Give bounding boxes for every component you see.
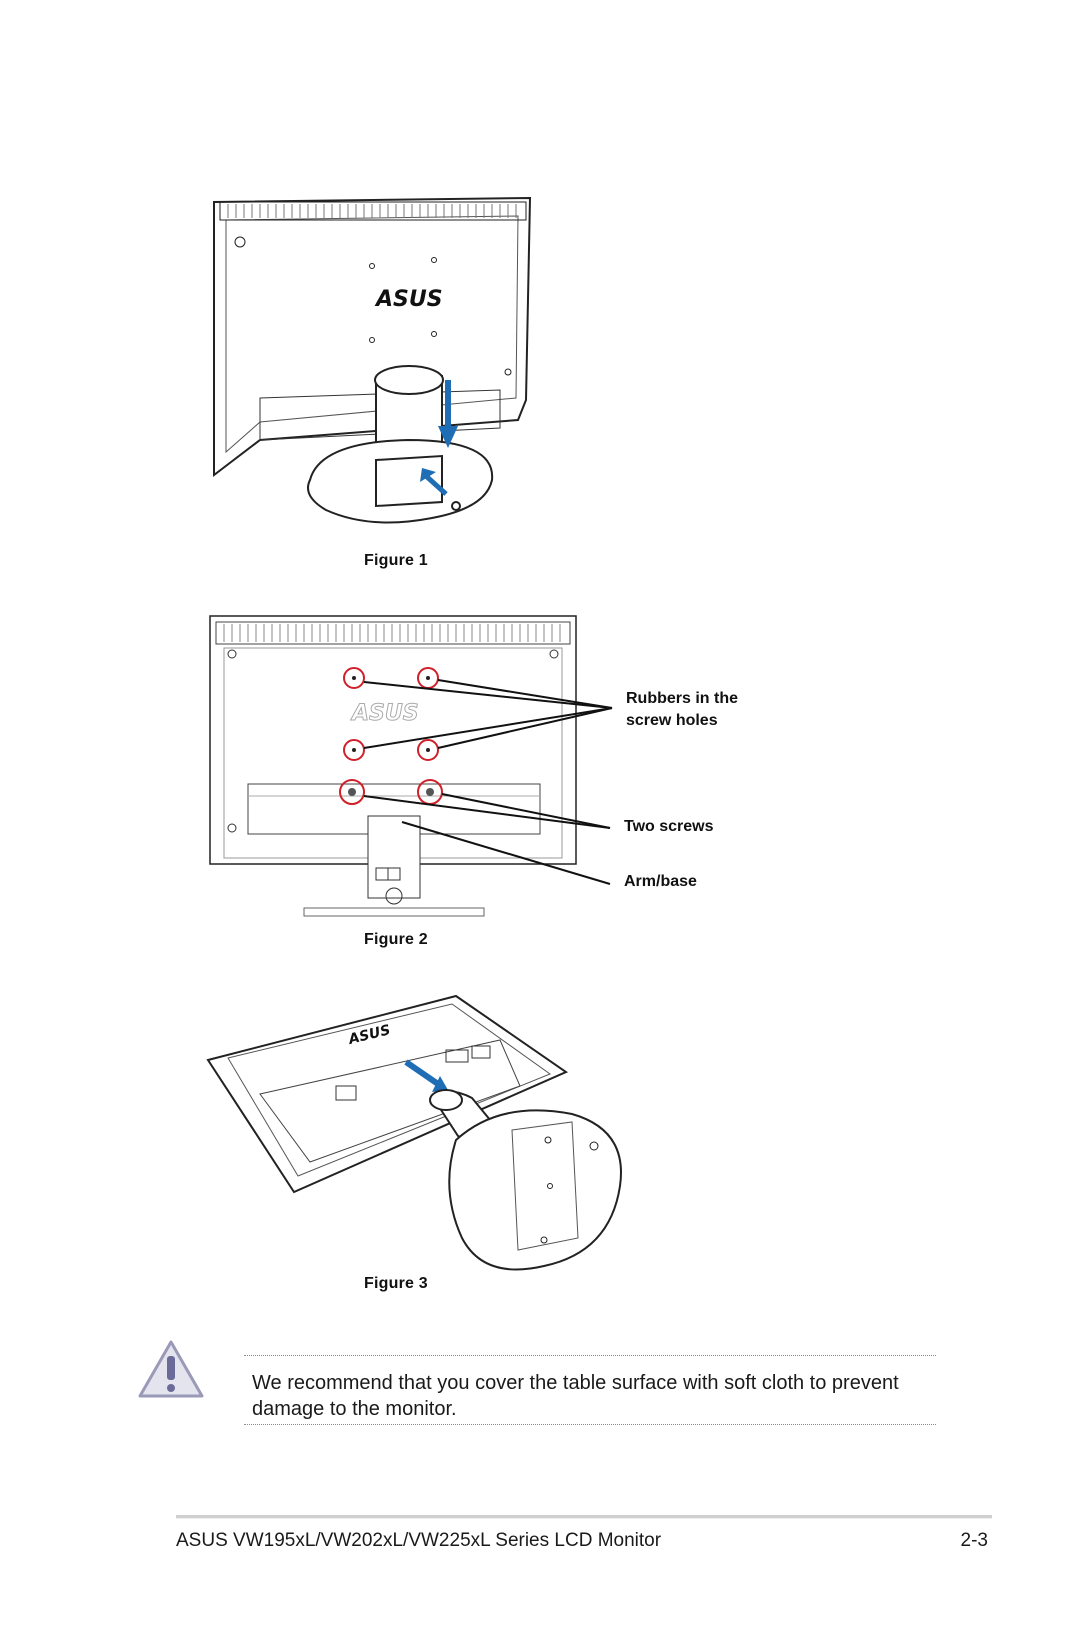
footer-rule	[176, 1515, 992, 1519]
callout-rubbers: Rubbers in the screw holes	[626, 688, 738, 732]
figure-1-caption: Figure 1	[364, 552, 428, 569]
callout-arm-base: Arm/base	[624, 873, 697, 890]
callout-rubbers-line1: Rubbers in the	[626, 690, 739, 707]
asus-logo-outline: ASUS	[350, 701, 419, 726]
figure-2-caption: Figure 2	[364, 931, 428, 948]
callout-two-screws: Two screws	[624, 818, 714, 835]
page-number: 2-3	[960, 1530, 988, 1551]
warning-triangle-icon	[138, 1340, 204, 1398]
callout-rubbers-line2: screw holes	[626, 712, 718, 729]
figure-3-illustration: ASUS	[206, 994, 622, 1271]
figure-2-illustration: ASUS	[209, 615, 613, 917]
note-text: We recommend that you cover the table su…	[252, 1372, 899, 1420]
asus-logo: ASUS	[374, 287, 443, 312]
note-bottom-rule	[244, 1424, 936, 1425]
figure-3-caption: Figure 3	[364, 1275, 428, 1292]
figure-1-illustration: ASUS	[213, 196, 532, 524]
footer-title: ASUS VW195xL/VW202xL/VW225xL Series LCD …	[176, 1530, 662, 1551]
note-top-rule	[244, 1355, 936, 1356]
